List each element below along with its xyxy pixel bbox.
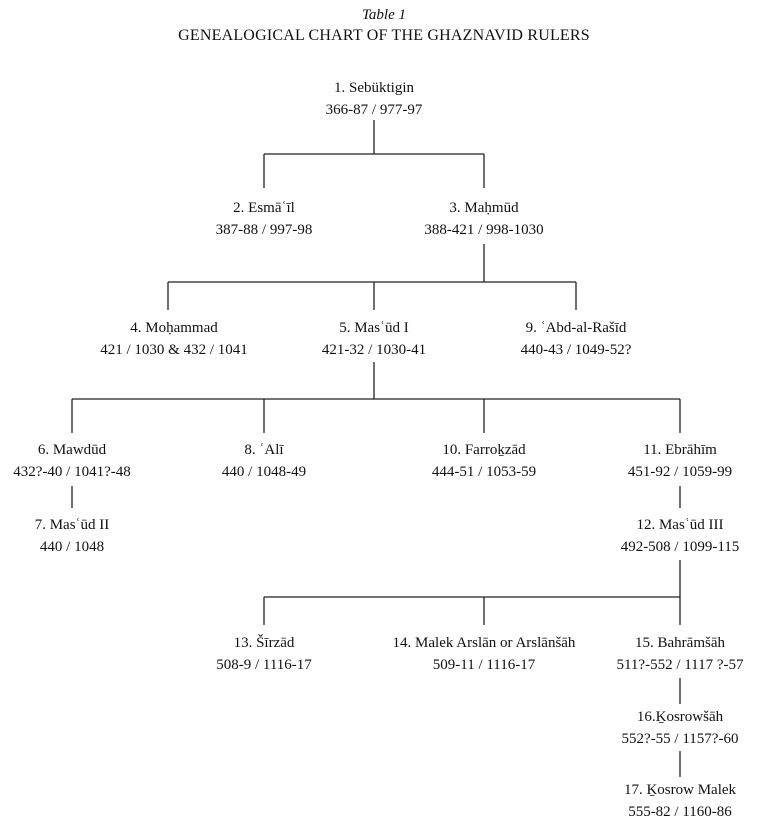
ruler-name: 9. ʿAbd-al-Rašīd: [525, 320, 627, 336]
ruler-name: 11. Ebrāhīm: [643, 442, 717, 458]
ruler-dates: 387-88 / 997-98: [215, 222, 313, 238]
ruler-node: 15. Bahrāmšāh 511?-552 / 1117 ?-57: [540, 632, 768, 676]
ruler-dates: 508-9 / 1116-17: [216, 657, 312, 673]
ruler-node: 7. Masʿūd II 440 / 1048: [0, 514, 212, 558]
ruler-dates: 421 / 1030 & 432 / 1041: [100, 342, 248, 358]
ruler-node: 3. Maḥmūd 388-421 / 998-1030: [344, 197, 624, 241]
ruler-name: 7. Masʿūd II: [34, 517, 110, 533]
ruler-node: 8. ʿAlī 440 / 1048-49: [124, 439, 404, 483]
ruler-dates: 440 / 1048-49: [221, 464, 307, 480]
ruler-node: 11. Ebrāhīm 451-92 / 1059-99: [540, 439, 768, 483]
ruler-name: 13. Šīrzād: [233, 635, 295, 651]
ruler-name: 6. Mawdūd: [37, 442, 107, 458]
ruler-node: 9. ʿAbd-al-Rašīd 440-43 / 1049-52?: [436, 317, 716, 361]
ruler-dates: 511?-552 / 1117 ?-57: [616, 657, 744, 673]
ruler-dates: 388-421 / 998-1030: [424, 222, 544, 238]
ruler-dates: 451-92 / 1059-99: [627, 464, 733, 480]
ruler-dates: 444-51 / 1053-59: [431, 464, 537, 480]
ruler-name: 14. Malek Arslān or Arslānšāh: [392, 635, 576, 651]
ruler-name: 3. Maḥmūd: [449, 200, 519, 216]
chart-title: GENEALOGICAL CHART OF THE GHAZNAVID RULE…: [178, 27, 590, 44]
ruler-name: 15. Bahrāmšāh: [635, 635, 725, 651]
ruler-name: 16.Ḵosrowšāh: [636, 709, 724, 725]
ruler-name: 8. ʿAlī: [244, 442, 284, 458]
ruler-node: 2. Esmāʿīl 387-88 / 997-98: [124, 197, 404, 241]
ruler-name: 2. Esmāʿīl: [233, 200, 295, 216]
ruler-dates: 440 / 1048: [39, 539, 105, 555]
ruler-dates: 492-508 / 1099-115: [620, 539, 740, 555]
ruler-node: 12. Masʿūd III 492-508 / 1099-115: [540, 514, 768, 558]
ruler-node: 17. Ḵosrow Malek 555-82 / 1160-86: [540, 779, 768, 823]
ruler-dates: 440-43 / 1049-52?: [520, 342, 632, 358]
ruler-node: 14. Malek Arslān or Arslānšāh 509-11 / 1…: [344, 632, 624, 676]
ruler-name: 17. Ḵosrow Malek: [623, 782, 737, 798]
ruler-node: 5. Masʿūd I 421-32 / 1030-41: [234, 317, 514, 361]
ruler-node: 1. Sebüktigin 366-87 / 977-97: [234, 77, 514, 121]
table-label: Table 1: [361, 7, 407, 23]
ruler-node: 10. Farroḵzād 444-51 / 1053-59: [344, 439, 624, 483]
ruler-dates: 552?-55 / 1157?-60: [621, 731, 739, 747]
ruler-dates: 421-32 / 1030-41: [321, 342, 427, 358]
ruler-name: 12. Masʿūd III: [636, 517, 724, 533]
ruler-name: 10. Farroḵzād: [442, 442, 526, 458]
ruler-dates: 432?-40 / 1041?-48: [13, 464, 131, 480]
ruler-dates: 509-11 / 1116-17: [432, 657, 536, 673]
ruler-node: 6. Mawdūd 432?-40 / 1041?-48: [0, 439, 212, 483]
ruler-node: 16.Ḵosrowšāh 552?-55 / 1157?-60: [540, 706, 768, 750]
ruler-node: 13. Šīrzād 508-9 / 1116-17: [124, 632, 404, 676]
ruler-name: 5. Masʿūd I: [339, 320, 409, 336]
ruler-name: 4. Moḥammad: [130, 320, 218, 336]
ruler-node: 4. Moḥammad 421 / 1030 & 432 / 1041: [34, 317, 314, 361]
ruler-dates: 366-87 / 977-97: [325, 102, 423, 118]
ruler-name: 1. Sebüktigin: [333, 80, 414, 96]
ruler-dates: 555-82 / 1160-86: [628, 804, 732, 820]
